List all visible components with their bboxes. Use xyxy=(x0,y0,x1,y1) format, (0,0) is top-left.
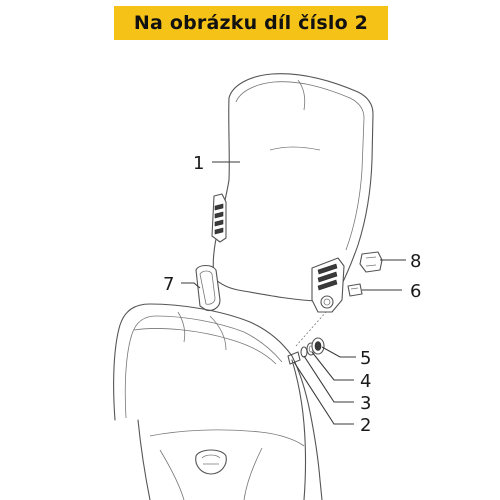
rubber-grommet-part xyxy=(311,337,325,355)
bracket-plate-part xyxy=(359,251,383,273)
callout-8: 8 xyxy=(410,251,421,272)
leader-5 xyxy=(321,346,356,358)
leader-7 xyxy=(181,282,201,289)
callout-6: 6 xyxy=(410,281,421,302)
title-banner: Na obrázku díl číslo 2 xyxy=(114,6,388,40)
callout-1: 1 xyxy=(193,153,204,174)
leader-4 xyxy=(311,351,354,381)
callout-5: 5 xyxy=(360,348,371,369)
callout-7: 7 xyxy=(163,274,174,295)
callout-3: 3 xyxy=(360,393,371,414)
clip-nut-part xyxy=(347,283,363,297)
callout-2: 2 xyxy=(360,415,371,436)
washer-part xyxy=(300,346,308,358)
brand-logo xyxy=(195,449,227,475)
windshield-part xyxy=(211,73,374,313)
leader-2 xyxy=(293,361,354,425)
front-fairing xyxy=(113,303,323,500)
leader-3 xyxy=(303,355,354,403)
callout-4: 4 xyxy=(360,371,371,392)
